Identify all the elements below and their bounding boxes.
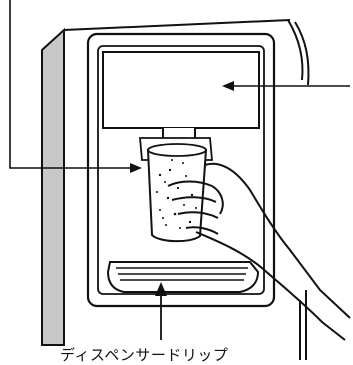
drip-tray bbox=[108, 262, 258, 292]
door-edge bbox=[288, 20, 308, 360]
control-panel bbox=[103, 52, 259, 128]
drip-tray-label: ディスペンサードリップ bbox=[60, 344, 228, 365]
